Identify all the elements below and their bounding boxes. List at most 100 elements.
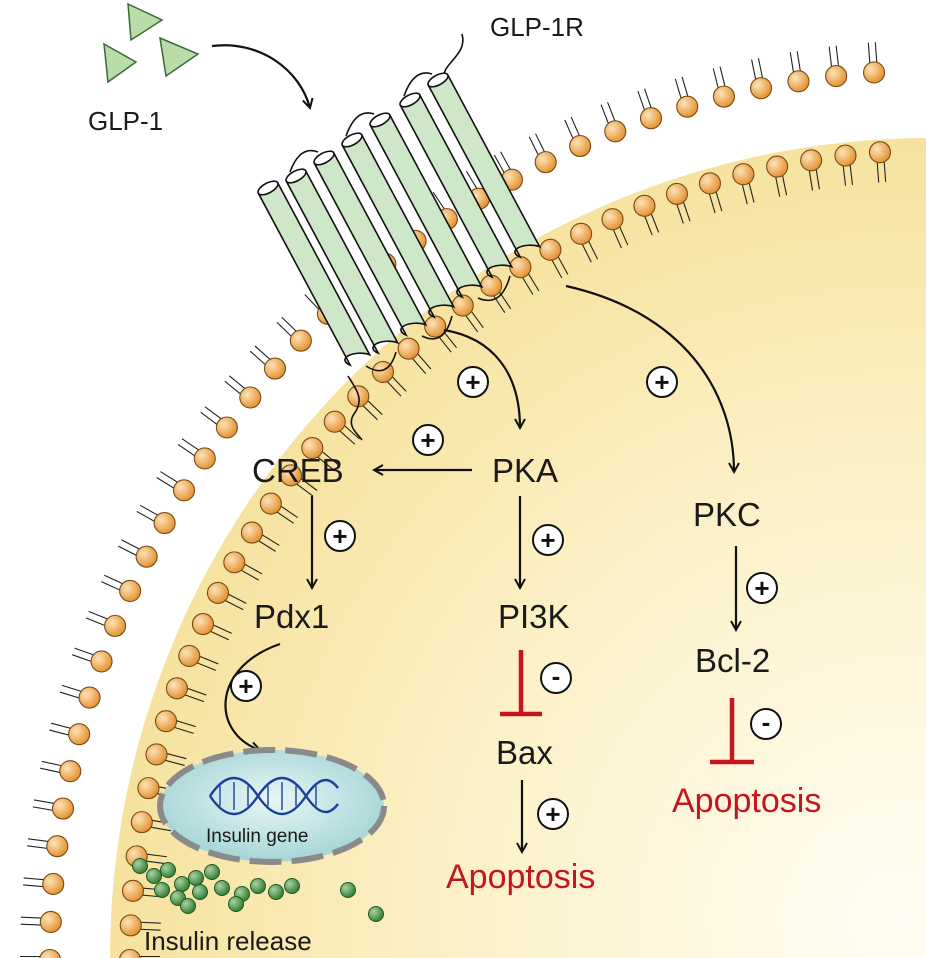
lipid-head [480,274,503,297]
lipid-head [800,149,823,172]
lipid-head [301,437,324,460]
lipid-head [665,182,689,205]
glp1r-receptor [257,33,542,441]
node-apoptosis-right: Apoptosis [672,782,821,820]
lipid-head [193,447,216,470]
plus-sign-icon: + [537,798,569,830]
glp1-ligand [103,2,200,84]
lipid-head [712,85,735,108]
lipid-head [153,512,176,535]
lipid-head [259,492,282,515]
node-pdx1: Pdx1 [254,598,329,635]
lipid-head [639,107,663,130]
lipid-head [862,61,886,84]
lipid-head [534,151,557,174]
insulin-granule [146,868,162,884]
insulin-granule [174,876,190,892]
minus-sign-icon: - [750,707,782,740]
lipid-head [206,581,230,604]
lipid-head [68,723,91,746]
insulin-granule [180,898,196,914]
lipid-head [323,410,346,433]
insulin-granule [192,884,208,900]
node-bax: Bax [496,734,553,771]
lipid-head [121,879,145,902]
ligand-triangle [127,2,164,42]
lipid-head [223,551,246,574]
svg-text:+: + [754,573,769,603]
lipid-head [787,70,810,93]
insulin-granule [340,882,356,898]
node-pkc: PKC [693,496,761,533]
lipid-head [240,521,264,544]
lipid-head [39,910,62,934]
plus-sign-icon: + [457,366,489,398]
lipid-head [78,686,101,709]
ligand-triangle [103,42,138,84]
lipid-head [279,464,303,487]
lipid-head [191,613,214,636]
lipid-head [604,120,627,143]
insulin-granule [268,884,284,900]
receptor-helix [313,150,428,337]
lipid-head [154,710,178,733]
receptor-helix [285,168,400,355]
svg-text:+: + [540,525,555,555]
lipid-head [59,760,82,783]
receptor-helix [427,72,542,259]
node-creb: CREB [252,452,344,489]
lipid-head [172,479,196,502]
lipid-head [868,141,892,164]
lipid-head [676,95,699,118]
nucleus: Insulin gene [157,747,387,865]
lipid-head [289,329,312,352]
pi3k-inhibits-bax [500,650,542,717]
insulin-granule [204,864,220,880]
lipid-head [135,545,158,568]
lipid-head [539,238,562,261]
node-pi3k: PI3K [498,598,570,635]
plus-sign-icon: + [412,424,444,456]
lipid-head [130,811,153,834]
insulin-granule [250,878,266,894]
receptor-to-pka-arrow [443,328,520,428]
lipid-head [263,357,287,380]
lipid-head [39,948,61,958]
lipid-head [119,914,142,937]
receptor-helix [369,112,484,299]
lipid-head [42,872,65,896]
lipid-head [698,172,721,195]
svg-text:+: + [238,671,253,701]
lipid-head [119,579,142,602]
ligand-binding-arrow [211,44,310,108]
svg-text:+: + [332,521,347,551]
lipid-head [834,144,857,167]
insulin-granule [188,870,204,886]
lipid-head [165,677,188,700]
lipid-head [509,256,532,279]
minus-sign-icon: - [540,661,572,694]
lipid-head [424,315,447,338]
glp1-label: GLP-1 [88,106,163,136]
lipid-head [90,650,113,673]
svg-text:+: + [420,425,435,455]
lipid-head [825,65,848,88]
lipid-head [570,222,593,245]
plus-sign-icon: + [324,520,356,552]
insulin-granule [132,858,148,874]
lipid-head [178,644,201,667]
receptor-helix [257,180,372,367]
svg-text:+: + [545,799,560,829]
lipid-head [397,337,420,360]
lipid-head [239,386,262,409]
pdx1-to-insulin-gene-arrow [224,642,281,750]
lipid-head [104,614,127,637]
insulin-granule [214,880,230,896]
lipid-head [732,163,755,186]
insulin-granule [284,878,300,894]
lipid-head [145,743,168,766]
lipid-head [569,134,592,158]
lipid-head [633,194,656,217]
dna-helix-icon [209,777,339,815]
svg-text:+: + [465,367,480,397]
